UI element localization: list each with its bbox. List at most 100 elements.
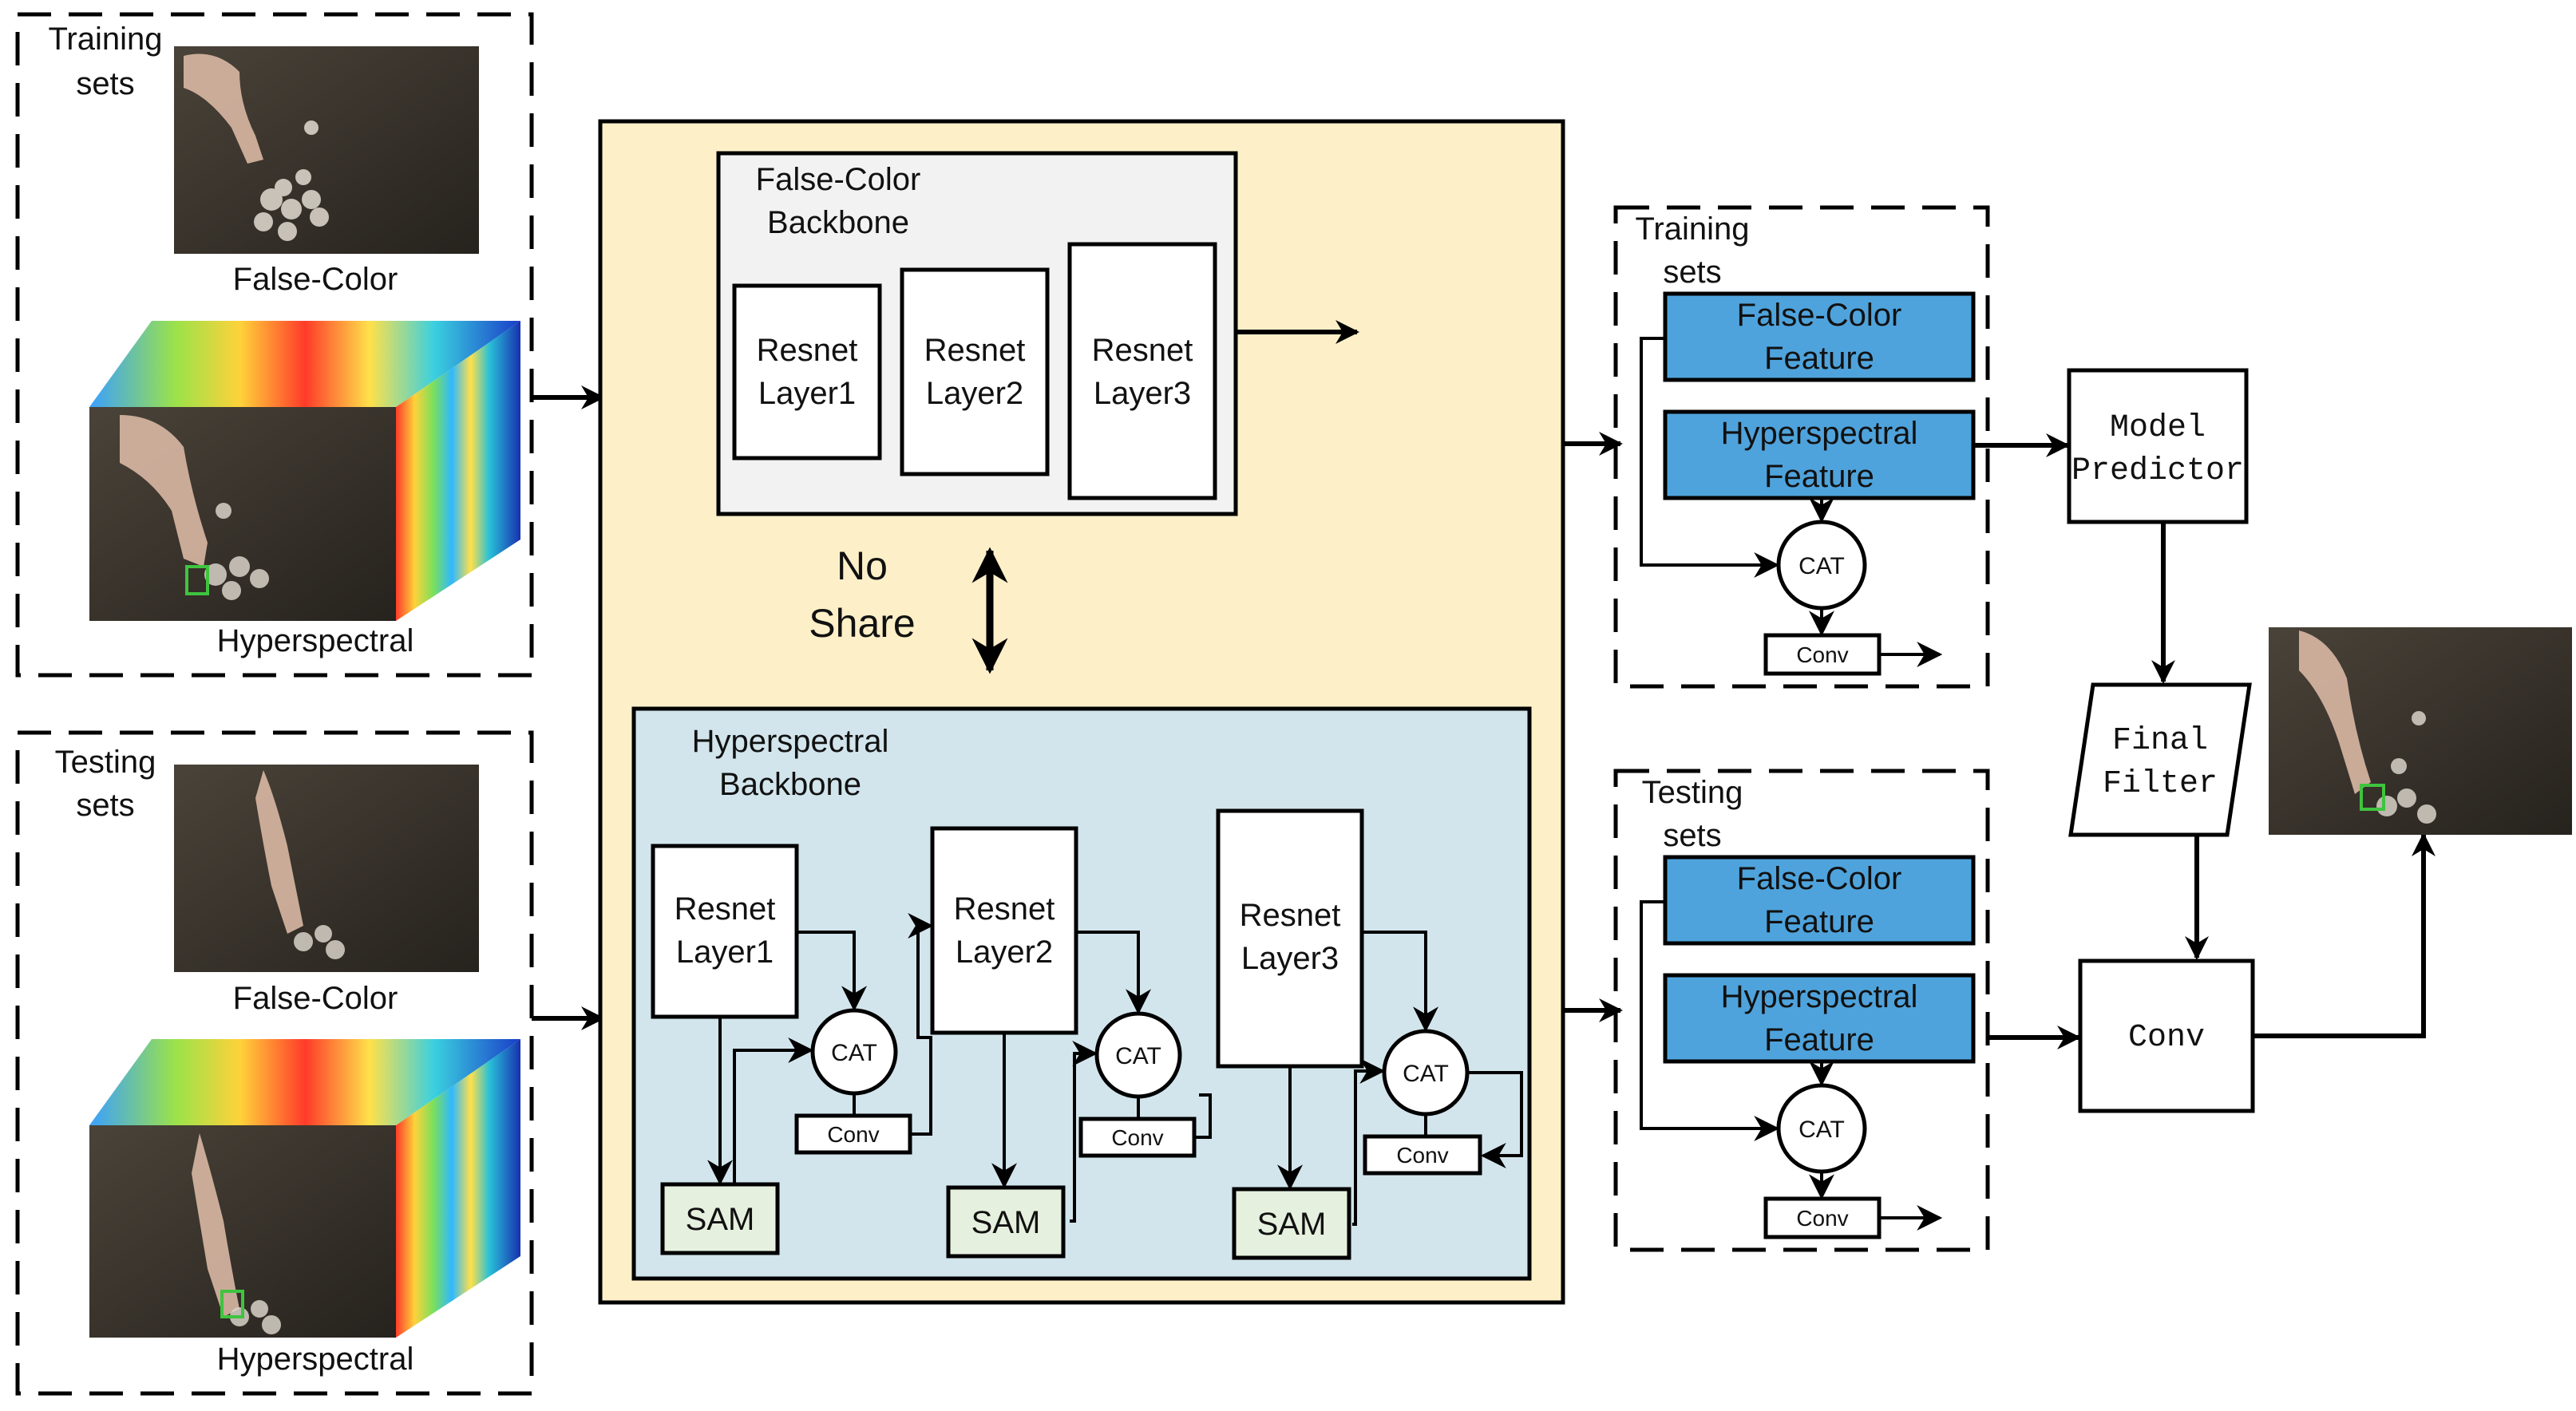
hyperspectral-backbone: Hyperspectral Backbone Resnet Layer1 CAT…	[631, 706, 1532, 1281]
false-color-caption: False-Color	[233, 981, 398, 1016]
hs-layer3-line1: Resnet	[1240, 898, 1341, 933]
training-sets-title-line1: Training	[48, 22, 162, 57]
conv-training-label: Conv	[1796, 642, 1848, 667]
fc-resnet-layer1: Resnet Layer1	[732, 283, 882, 460]
hs-conv-1: Conv	[794, 1113, 912, 1155]
backbone-container: False-Color Backbone Resnet Layer1 Resne…	[598, 119, 1565, 1305]
arrow-conv-to-output	[2253, 832, 2436, 1038]
hs-sam-3-label: SAM	[1257, 1207, 1327, 1242]
fc-feature-testing-line1: False-Color	[1737, 861, 1902, 896]
conv-testing: Conv	[1763, 1196, 1882, 1239]
hs-sam-2-label: SAM	[971, 1205, 1041, 1240]
hs-cat-3-label: CAT	[1403, 1061, 1449, 1087]
final-conv: Conv	[2078, 958, 2255, 1113]
arrow-sam1-to-cat1	[733, 1038, 814, 1184]
conv-testing-label: Conv	[1796, 1206, 1848, 1231]
training-sets-title-line2: sets	[76, 66, 134, 101]
hyperspectral-cube	[89, 1039, 520, 1338]
hs-cat-3: CAT	[1382, 1029, 1470, 1117]
arrow-layer3-to-cat3	[1362, 931, 1438, 1033]
hs-backbone-title-line2: Backbone	[719, 767, 861, 802]
hyperspectral-caption: Hyperspectral	[217, 1342, 414, 1377]
target-box	[220, 1290, 244, 1318]
arrow-fc-to-cat-testing	[1640, 900, 1780, 1141]
hs-resnet-layer2: Resnet Layer2	[930, 826, 1078, 1035]
hs-feature-testing: Hyperspectral Feature	[1663, 973, 1976, 1064]
hs-feature-training: Hyperspectral Feature	[1663, 409, 1976, 500]
hs-sam-2: SAM	[946, 1185, 1066, 1259]
hyperspectral-cube	[89, 321, 520, 621]
model-predictor: Model Predictor	[2067, 368, 2249, 524]
tracked-box	[2360, 784, 2385, 811]
fc-backbone-title-line1: False-Color	[756, 162, 921, 197]
left-training-panel: Training sets False-Color Hyperspectral	[15, 12, 534, 678]
model-predictor-line2: Predictor	[2071, 453, 2244, 489]
hs-sam-3: SAM	[1232, 1187, 1351, 1260]
right-training-title-line1: Training	[1635, 211, 1749, 247]
fc-resnet-layer2: Resnet Layer2	[900, 267, 1050, 476]
testing-sets-title-line1: Testing	[55, 745, 156, 780]
right-training-title-line2: sets	[1663, 255, 1721, 290]
false-color-image	[174, 765, 479, 972]
hs-layer1-line1: Resnet	[675, 891, 776, 927]
final-filter: Final Filter	[2068, 682, 2252, 837]
no-share-line2: Share	[809, 601, 915, 646]
hs-conv-1-label: Conv	[827, 1122, 879, 1147]
model-predictor-line1: Model	[2110, 410, 2206, 446]
fc-layer3-line2: Layer3	[1094, 376, 1191, 411]
arrow-sam2-to-cat2	[1070, 1041, 1098, 1223]
arrow-sam3-to-cat3	[1352, 1058, 1386, 1226]
arrow-layer1-to-cat1	[797, 931, 867, 1012]
false-color-image	[174, 46, 479, 254]
cat-testing-label: CAT	[1798, 1117, 1845, 1143]
fc-layer2-line2: Layer2	[926, 376, 1023, 411]
fc-feature-testing: False-Color Feature	[1663, 855, 1976, 946]
fc-resnet-layer3: Resnet Layer3	[1067, 242, 1217, 500]
final-filter-line1: Final	[2112, 723, 2208, 759]
hs-layer3-line2: Layer3	[1241, 941, 1339, 976]
fc-feature-training-line2: Feature	[1764, 341, 1874, 376]
final-conv-label: Conv	[2128, 1020, 2205, 1056]
arrow-cat3-to-conv3	[1467, 1071, 1523, 1168]
right-testing-title-line2: sets	[1663, 818, 1721, 853]
hs-feature-testing-line1: Hyperspectral	[1721, 979, 1918, 1014]
false-color-caption: False-Color	[233, 262, 398, 297]
output-image	[2269, 627, 2572, 835]
hs-feature-training-line2: Feature	[1764, 459, 1874, 494]
final-filter-line2: Filter	[2103, 766, 2218, 802]
hs-cat-1: CAT	[810, 1008, 898, 1096]
hs-cat-1-label: CAT	[831, 1040, 877, 1066]
cat-training: CAT	[1776, 520, 1867, 611]
no-share-line1: No	[837, 543, 888, 588]
hs-sam-1-label: SAM	[686, 1202, 755, 1237]
right-testing-panel: Testing sets False-Color Feature Hypersp…	[1613, 769, 1990, 1252]
fc-layer3-line1: Resnet	[1092, 333, 1193, 368]
hs-resnet-layer1: Resnet Layer1	[651, 844, 799, 1019]
arrow-layer2-to-cat2	[1076, 931, 1151, 1015]
hyperspectral-caption: Hyperspectral	[217, 623, 414, 658]
hs-resnet-layer3: Resnet Layer3	[1216, 808, 1364, 1069]
fc-feature-training-line1: False-Color	[1737, 298, 1902, 333]
fc-feature-testing-line2: Feature	[1764, 904, 1874, 939]
hs-conv-2: Conv	[1078, 1117, 1197, 1158]
line-conv2-loop	[1194, 1093, 1212, 1139]
cat-training-label: CAT	[1798, 553, 1845, 579]
testing-sets-title-line2: sets	[76, 788, 134, 823]
hs-sam-1: SAM	[660, 1182, 780, 1255]
right-training-panel: Training sets False-Color Feature Hypers…	[1613, 205, 1990, 689]
hs-cat-2: CAT	[1094, 1011, 1182, 1099]
hs-conv-3-label: Conv	[1396, 1143, 1448, 1168]
fc-layer1-line2: Layer1	[758, 376, 856, 411]
hs-feature-training-line1: Hyperspectral	[1721, 416, 1918, 451]
hs-conv-3: Conv	[1363, 1134, 1482, 1176]
arrow-fc-to-cat-training	[1640, 337, 1780, 578]
hs-feature-testing-line2: Feature	[1764, 1022, 1874, 1057]
right-testing-title-line1: Testing	[1642, 775, 1743, 810]
hs-layer2-line2: Layer2	[956, 935, 1053, 970]
fc-feature-training: False-Color Feature	[1663, 291, 1976, 382]
hs-cat-2-label: CAT	[1115, 1043, 1161, 1069]
arrow-conv1-to-layer2	[908, 913, 934, 1136]
target-box	[185, 565, 209, 595]
fc-layer1-line1: Resnet	[757, 333, 858, 368]
